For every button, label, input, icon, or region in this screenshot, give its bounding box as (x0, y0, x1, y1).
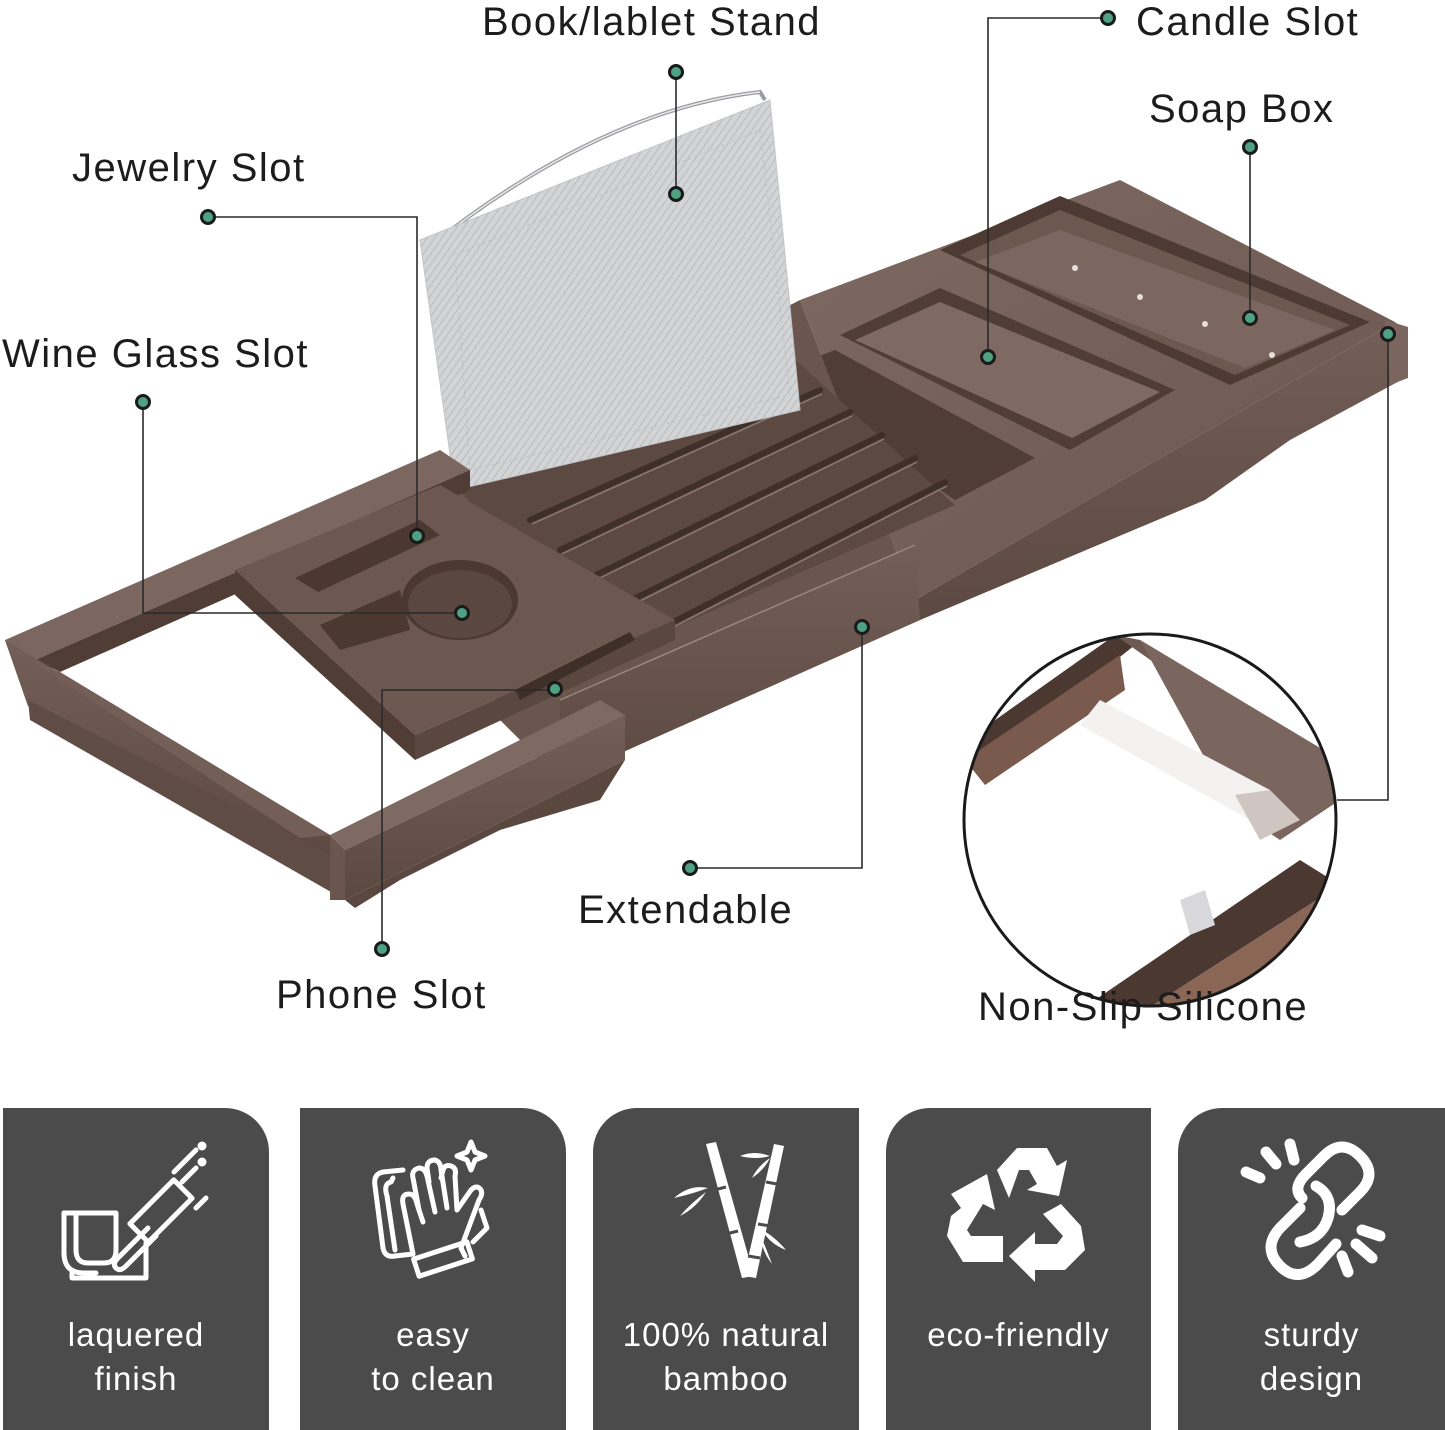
callout-dot (1242, 310, 1258, 326)
feature-label: laquered finish (67, 1316, 205, 1397)
bath-tray-illustration (5, 10, 1408, 1008)
chain-link-icon (1240, 1138, 1385, 1280)
label-extendable: Extendable (578, 888, 794, 932)
callout-dot (135, 394, 151, 410)
feature-tile-natural-bamboo: 100% natural bamboo (593, 1108, 859, 1430)
feature-label: sturdy design (1259, 1316, 1364, 1397)
label-candle-slot: Candle Slot (1136, 0, 1360, 44)
callout-dot (980, 349, 996, 365)
callout-dot (1380, 326, 1396, 342)
product-diagram: Book/lablet Stand Candle Slot Soap Box J… (2, 0, 1408, 1029)
cleaning-glove-icon (372, 1139, 490, 1279)
callout-dot (1100, 10, 1116, 26)
label-soap-box: Soap Box (1149, 87, 1335, 131)
label-book-tablet-stand: Book/lablet Stand (482, 0, 822, 44)
callout-dot (682, 860, 698, 876)
paint-roller-icon (61, 1141, 209, 1281)
label-phone-slot: Phone Slot (276, 973, 487, 1017)
label-wine-glass-slot: Wine Glass Slot (2, 332, 310, 376)
callout-dot (547, 681, 563, 697)
callout-dot (668, 64, 684, 80)
book-tablet-stand-illustration (419, 89, 801, 491)
callout-dot (454, 605, 470, 621)
callout-leader-lines (142, 17, 1389, 949)
callout-dots (135, 10, 1396, 957)
feature-label: 100% natural bamboo (622, 1316, 830, 1397)
feature-tile-laquered-finish: laquered finish (3, 1108, 269, 1430)
non-slip-silicone-inset (962, 632, 1338, 1008)
callout-dot (1242, 139, 1258, 155)
feature-tile-eco-friendly: eco-friendly (886, 1108, 1151, 1430)
callout-dot (668, 186, 684, 202)
callout-dot (374, 941, 390, 957)
label-non-slip-silicone: Non-Slip Silicone (978, 985, 1309, 1029)
recycle-icon (946, 1148, 1085, 1282)
callout-dot (409, 528, 425, 544)
callout-dot (200, 209, 216, 225)
callout-dot (854, 619, 870, 635)
bamboo-icon (674, 1142, 786, 1278)
feature-tile-sturdy-design: sturdy design (1178, 1108, 1445, 1430)
tray-right-section (770, 180, 1408, 620)
feature-tiles: laquered finish easy to clean (0, 1108, 1445, 1430)
feature-label: easy to clean (371, 1316, 495, 1397)
feature-label: eco-friendly (927, 1316, 1110, 1353)
label-jewelry-slot: Jewelry Slot (72, 146, 306, 190)
feature-tile-easy-to-clean: easy to clean (300, 1108, 566, 1430)
